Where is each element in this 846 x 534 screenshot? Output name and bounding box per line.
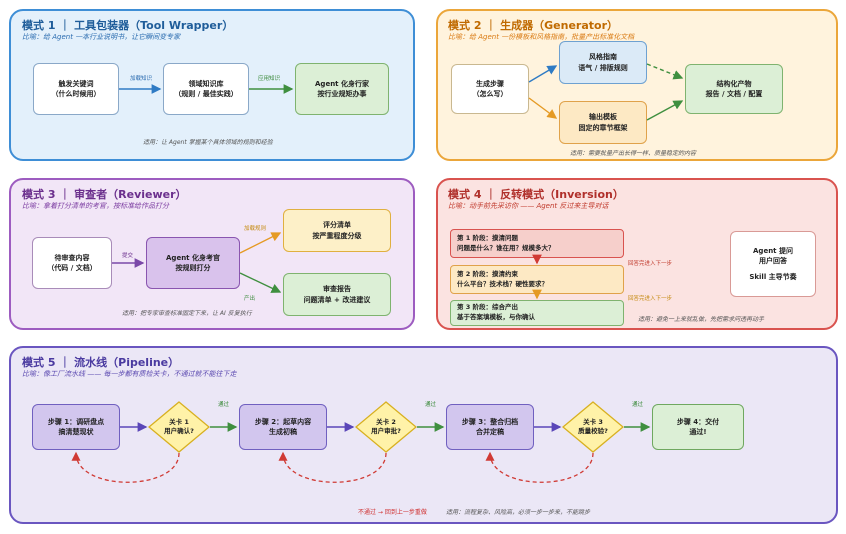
panel-note: 适用：把专家审查标准固定下来，让 AI 反复执行 (122, 310, 252, 317)
box-review-content: 待审查内容（代码 / 文档） (32, 237, 112, 289)
edge-label-output: 产出 (244, 296, 256, 302)
panel-note: 适用：需要批量产出长得一样、质量稳定的内容 (570, 150, 697, 157)
arrow-fail-gate3 (485, 451, 594, 483)
arrow-steps-to-style (528, 65, 558, 83)
panel-title: 模式 5 ｜ 流水线（Pipeline） (22, 356, 180, 369)
step-4-box: 步骤 4：交付通过! (652, 404, 744, 450)
arrow-output-report (239, 272, 282, 293)
arrow-fail-gate2 (278, 451, 387, 483)
arrow-style-to-output (646, 63, 684, 80)
panel-note: 适用：让 Agent 掌握某个具体领域的规则和经验 (143, 139, 273, 146)
edge-label-submit: 提交 (122, 253, 134, 259)
box-agent-expert: Agent 化身行家按行业规矩办事 (295, 63, 389, 115)
panel-note: 适用：避免一上来就乱做，先把需求问透再动手 (638, 316, 765, 323)
edge-label-pass-1: 通过 (218, 402, 230, 408)
box-trigger-keyword: 触发关键词（什么时候用） (33, 63, 119, 115)
panel-title: 模式 2 ｜ 生成器（Generator） (448, 19, 619, 32)
step-3-box: 步骤 3：整合归档合并定稿 (446, 404, 534, 450)
step-1-box: 步骤 1：调研盘点搞清楚现状 (32, 404, 120, 450)
edge-label-next-1: 回答完进入下一步 (628, 261, 673, 267)
box-output-template: 输出模板固定的章节框架 (559, 101, 647, 144)
box-structured-output: 结构化产物报告 / 文档 / 配置 (685, 64, 783, 114)
arrow-template-to-output (646, 100, 684, 121)
arrow-steps-to-template (528, 97, 558, 119)
panel-note: 适用：流程复杂、风险高，必须一步一步来，不能跳步 (446, 509, 591, 516)
box-scoring-checklist: 评分清单按严重程度分级 (283, 209, 391, 252)
panel-title: 模式 1 ｜ 工具包装器（Tool Wrapper） (22, 19, 234, 32)
panel-subtitle: 比喻：给 Agent 一份模板和风格指南，批量产出标准化文档 (448, 33, 635, 41)
box-review-report: 审查报告问题清单 + 改进建议 (283, 273, 391, 316)
edge-label-load: 加载知识 (130, 76, 153, 82)
box-agent-examiner: Agent 化身考官按规则打分 (146, 237, 240, 289)
stage-3-box: 第 3 阶段：综合产出基于答案填模板，与你确认 (450, 300, 624, 326)
panel-title: 模式 4 ｜ 反转模式（Inversion） (448, 188, 624, 201)
edge-label-pass-3: 通过 (632, 402, 644, 408)
edge-label-apply: 应用知识 (258, 76, 281, 82)
panel-title: 模式 3 ｜ 审查者（Reviewer） (22, 188, 187, 201)
edge-label-load-rules: 加载规则 (244, 226, 267, 232)
stage-1-box: 第 1 阶段：摸清问题问题是什么？谁在用？规模多大？ (450, 229, 624, 258)
panel-subtitle: 比喻：给 Agent 一本行业说明书，让它瞬间变专家 (22, 33, 181, 41)
panel-subtitle: 比喻：动手前先采访你 —— Agent 反过来主导对话 (448, 202, 609, 210)
arrow-fail-gate1 (71, 451, 180, 483)
box-generation-steps: 生成步骤（怎么写） (451, 64, 529, 114)
step-2-box: 步骤 2：起草内容生成初稿 (239, 404, 327, 450)
edge-label-pass-2: 通过 (425, 402, 437, 408)
panel-subtitle: 比喻：像工厂流水线 —— 每一步都有质检关卡，不通过就不能往下走 (22, 370, 237, 378)
box-domain-knowledge: 领域知识库（规则 / 最佳实践） (163, 63, 249, 115)
arrow-load-rules (239, 232, 282, 254)
box-style-guide: 风格指南语气 / 排版规则 (559, 41, 647, 84)
edge-label-next-2: 回答完进入下一步 (628, 296, 673, 302)
fail-note: 不通过 → 回到上一步重做 (358, 509, 427, 516)
panel-subtitle: 比喻：拿着打分清单的考官，按标准给作品打分 (22, 202, 169, 210)
